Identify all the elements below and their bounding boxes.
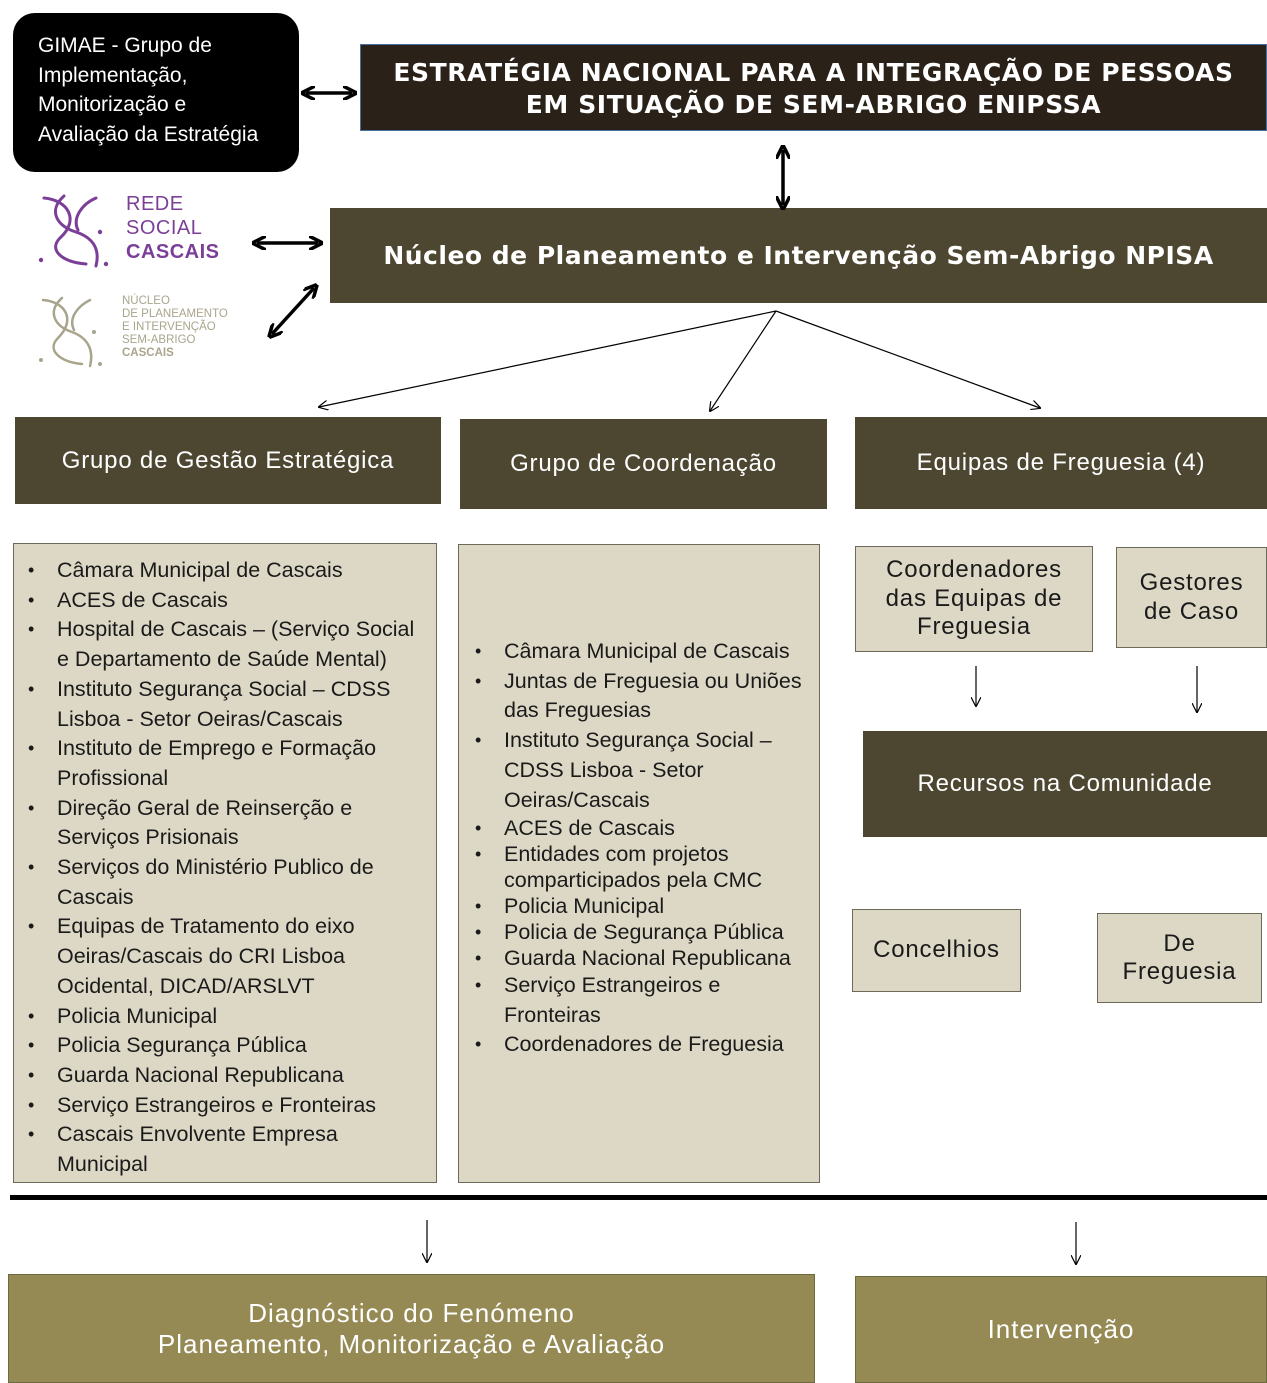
recursos-label: Recursos na Comunidade <box>917 770 1213 797</box>
concelhios-box: Concelhios <box>852 909 1021 992</box>
gimae-line: Avaliação da Estratégia <box>38 122 259 146</box>
gimae-box: GIMAE - Grupo de Implementação, Monitori… <box>13 13 299 172</box>
enipssa-title-line2: EM SITUAÇÃO DE SEM-ABRIGO ENIPSSA <box>525 90 1102 119</box>
npisa-logo-icon <box>39 296 102 368</box>
list-item: Hospital de Cascais – (Serviço Social e … <box>28 615 426 674</box>
coordenadores-line: Coordenadores <box>886 556 1062 584</box>
logo-npisa-line: SEM-ABRIGO <box>122 334 196 346</box>
list-item: Guarda Nacional Republicana <box>28 1061 426 1091</box>
list-item: Instituto Segurança Social – CDSS Lisboa… <box>28 675 426 734</box>
recursos-comunidade-box: Recursos na Comunidade <box>863 731 1267 837</box>
rede-social-cascais-logo: REDE SOCIAL CASCAIS <box>38 190 238 270</box>
logo-rede-line: CASCAIS <box>126 241 220 263</box>
grupo-gestao-header: Grupo de Gestão Estratégica <box>15 417 441 504</box>
list-item: Câmara Municipal de Cascais <box>28 556 426 586</box>
list-item: ACES de Cascais <box>475 815 811 841</box>
coordenadores-line: Freguesia <box>917 613 1031 641</box>
logo-npisa-line: NÚCLEO <box>122 295 170 307</box>
grupo-coordenacao-header: Grupo de Coordenação <box>460 419 827 509</box>
list-item: Policia Municipal <box>28 1002 426 1032</box>
list-item: ACES de Cascais <box>28 586 426 616</box>
intervencao-label: Intervenção <box>987 1314 1135 1344</box>
logo-npisa-line: E INTERVENÇÃO <box>122 321 216 333</box>
gestores-line: de Caso <box>1144 597 1239 625</box>
list-item: Entidades com projetos comparticipados p… <box>475 841 811 893</box>
intervencao-box: Intervenção <box>855 1276 1267 1383</box>
logo-rede-line: REDE <box>126 193 184 215</box>
gimae-line: Monitorização e <box>38 93 187 116</box>
arrow-to-coordenacao <box>710 310 777 411</box>
logo-rede-line: SOCIAL <box>126 217 203 239</box>
gestores-line: Gestores <box>1139 569 1244 596</box>
logo-npisa-line: DE PLANEAMENTO <box>122 308 228 320</box>
list-item: Serviço Estrangeiros e Fronteiras <box>28 1091 426 1121</box>
diagnostico-line2: Planeamento, Monitorização e Avaliação <box>157 1328 666 1359</box>
gimae-line: Implementação, <box>38 63 188 87</box>
list-item: Serviços do Ministério Publico de Cascai… <box>28 853 426 912</box>
freguesia-box: De Freguesia <box>1097 913 1262 1003</box>
list-item: Direção Geral de Reinserção e Serviços P… <box>28 794 426 853</box>
enipssa-title-line1: ESTRATÉGIA NACIONAL PARA A INTEGRAÇÃO DE… <box>393 58 1234 87</box>
list-item: Instituto Segurança Social – CDSS Lisboa… <box>475 726 811 815</box>
section-divider <box>10 1195 1267 1200</box>
equipas-freguesia-header: Equipas de Freguesia (4) <box>855 417 1267 509</box>
freguesia-line: Freguesia <box>1122 958 1237 985</box>
grupo-gestao-title: Grupo de Gestão Estratégica <box>61 446 395 474</box>
list-item: Policia Municipal <box>475 893 811 919</box>
npisa-label: Núcleo de Planeamento e Intervenção Sem-… <box>383 241 1214 270</box>
diagnostico-box: Diagnóstico do Fenómeno Planeamento, Mon… <box>8 1274 815 1383</box>
logo-npisa-line: CASCAIS <box>122 347 174 359</box>
arrow-to-gestao <box>319 310 777 407</box>
equipas-freguesia-title: Equipas de Freguesia (4) <box>916 449 1206 476</box>
list-item: Câmara Municipal de Cascais <box>475 637 811 667</box>
list-item: Equipas de Tratamento do eixo Oeiras/Cas… <box>28 912 426 1001</box>
grupo-coordenacao-title: Grupo de Coordenação <box>510 450 777 477</box>
gestores-box: Gestores de Caso <box>1116 547 1267 648</box>
arrow-logo-npisa <box>272 288 314 334</box>
list-item: Policia Segurança Pública <box>28 1031 426 1061</box>
list-item: Serviço Estrangeiros e Fronteiras <box>475 971 811 1030</box>
grupo-coordenacao-list: Câmara Municipal de Cascais Juntas de Fr… <box>458 544 820 1183</box>
enipssa-title-box: ESTRATÉGIA NACIONAL PARA A INTEGRAÇÃO DE… <box>360 44 1267 131</box>
list-item: Instituto de Emprego e Formação Profissi… <box>28 734 426 793</box>
coordenadores-line: das Equipas de <box>885 584 1063 612</box>
concelhios-label: Concelhios <box>873 936 1000 964</box>
list-item: Guarda Nacional Republicana <box>475 945 811 971</box>
list-item: Policia de Segurança Pública <box>475 919 811 945</box>
list-item: Cascais Envolvente Empresa Municipal <box>28 1120 426 1179</box>
freguesia-line: De <box>1163 929 1196 957</box>
grupo-gestao-list: Câmara Municipal de Cascais ACES de Casc… <box>13 543 437 1183</box>
list-item: Coordenadores de Freguesia <box>475 1031 811 1057</box>
arrow-to-equipas <box>775 310 1040 408</box>
npisa-cascais-logo: NÚCLEO DE PLANEAMENTO E INTERVENÇÃO SEM-… <box>38 292 248 372</box>
rede-social-logo-icon <box>38 194 109 268</box>
npisa-box: Núcleo de Planeamento e Intervenção Sem-… <box>330 208 1267 303</box>
gimae-line: GIMAE - Grupo de <box>38 34 212 57</box>
diagnostico-line1: Diagnóstico do Fenómeno <box>248 1297 575 1328</box>
coordenadores-box: Coordenadores das Equipas de Freguesia <box>855 546 1093 652</box>
list-item: Juntas de Freguesia ou Uniões das Fregue… <box>475 667 811 726</box>
